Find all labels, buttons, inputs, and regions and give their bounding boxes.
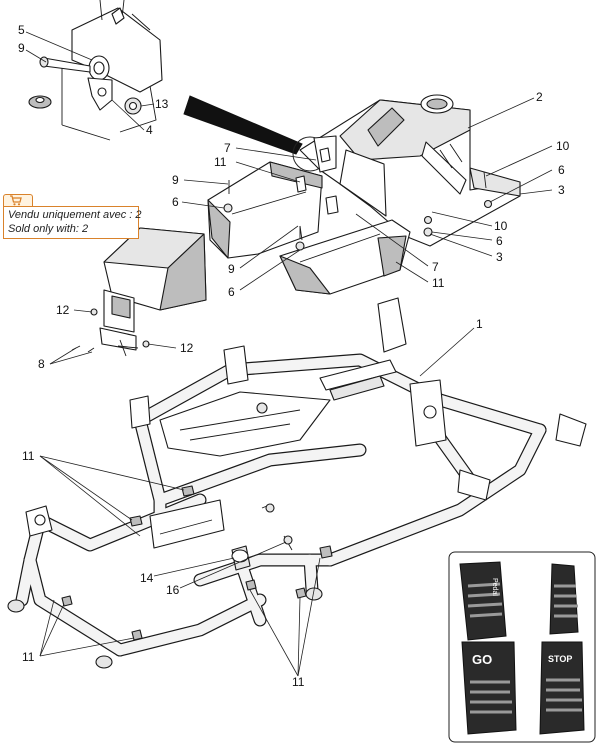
note-tab xyxy=(3,194,33,208)
callout-13: 13 xyxy=(155,97,169,111)
callout-14: 14 xyxy=(140,571,154,585)
callout-6: 6 xyxy=(172,195,179,209)
callout-12: 12 xyxy=(56,303,70,317)
cart-icon xyxy=(10,195,22,206)
view-direction-arrow xyxy=(183,95,303,155)
callout-7: 7 xyxy=(432,260,439,274)
column-bracket-detail xyxy=(28,0,163,141)
sold-only-with-note: Vendu uniquement avec : 2 Sold only with… xyxy=(3,206,142,239)
callout-2: 2 xyxy=(536,90,543,104)
floor-mats-inset: Pedal GO STOP xyxy=(448,551,596,743)
callout-3: 3 xyxy=(558,183,565,197)
callout-11: 11 xyxy=(22,449,35,463)
callout-1: 1 xyxy=(476,317,483,331)
callout-3: 3 xyxy=(496,250,503,264)
callout-12: 12 xyxy=(180,341,194,355)
callout-9: 9 xyxy=(228,262,235,276)
mat-right-bottom-label: STOP xyxy=(548,654,572,664)
callout-7: 7 xyxy=(224,141,231,155)
callout-11: 11 xyxy=(292,675,305,689)
callout-11: 11 xyxy=(22,650,35,664)
callout-10: 10 xyxy=(556,139,570,153)
mat-left-top-label: Pedal xyxy=(491,578,498,596)
callout-8: 8 xyxy=(38,357,45,371)
leader-lines xyxy=(25,31,553,677)
callout-numbers: 5 9 13 4 2 7 11 9 6 10 6 3 10 6 3 9 7 6 … xyxy=(18,23,570,739)
callout-6: 6 xyxy=(228,285,235,299)
note-line-fr: Vendu uniquement avec : 2 xyxy=(8,209,142,221)
note-line-en: Sold only with: 2 xyxy=(8,223,89,235)
callout-9: 9 xyxy=(18,41,25,55)
callout-6: 6 xyxy=(558,163,565,177)
body-pan xyxy=(292,94,521,247)
front-cowl xyxy=(71,227,207,357)
callout-11: 11 xyxy=(432,276,445,290)
callout-5: 5 xyxy=(18,23,25,37)
callout-10: 10 xyxy=(494,219,508,233)
right-footwell-panel xyxy=(279,171,493,295)
callout-6: 6 xyxy=(496,234,503,248)
callout-16: 16 xyxy=(166,583,180,597)
callout-4: 4 xyxy=(146,123,153,137)
mat-left-bottom-label: GO xyxy=(472,652,492,667)
mat-right-top xyxy=(549,563,579,635)
callout-9: 9 xyxy=(172,173,179,187)
callout-11: 11 xyxy=(214,155,227,169)
chassis-frame xyxy=(7,297,587,669)
mat-left-top xyxy=(459,561,507,641)
